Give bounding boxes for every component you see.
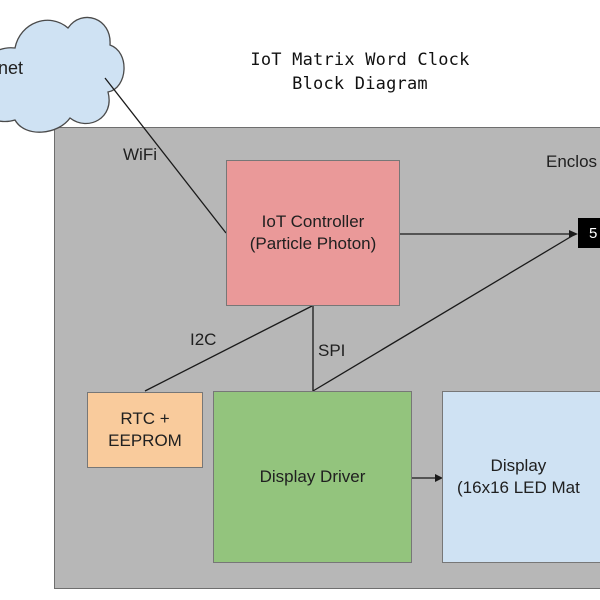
display-driver-label: Display Driver [259, 467, 366, 486]
rtc-eeprom-label: RTC + EEPROM [108, 409, 182, 450]
display-label: Display (16x16 LED Mat [457, 456, 580, 497]
iot-controller-label: IoT Controller (Particle Photon) [249, 212, 377, 253]
title-line-2: Block Diagram [292, 74, 428, 94]
display-driver-block: Display Driver [213, 391, 412, 563]
enclosure-label: Enclos [546, 152, 598, 171]
spi-label: SPI [318, 341, 346, 360]
diagram-title: IoT Matrix Word Clock Block Diagram [200, 48, 520, 96]
display-block: Display (16x16 LED Mat [442, 391, 600, 563]
i2c-link-line [144, 305, 313, 392]
internet-label: ernet [0, 58, 24, 78]
title-line-1: IoT Matrix Word Clock [250, 50, 470, 70]
power-5v-badge: 5 [578, 218, 600, 248]
display-arrowhead [435, 474, 443, 482]
driver-power-line [312, 235, 573, 392]
wifi-label: WiFi [123, 145, 157, 164]
iot-controller-block: IoT Controller (Particle Photon) [226, 160, 400, 306]
i2c-label: I2C [190, 330, 217, 349]
power-label: 5 [589, 224, 598, 242]
rtc-eeprom-block: RTC + EEPROM [87, 392, 203, 468]
wifi-link-line [104, 77, 227, 234]
internet-cloud-icon [0, 16, 125, 133]
